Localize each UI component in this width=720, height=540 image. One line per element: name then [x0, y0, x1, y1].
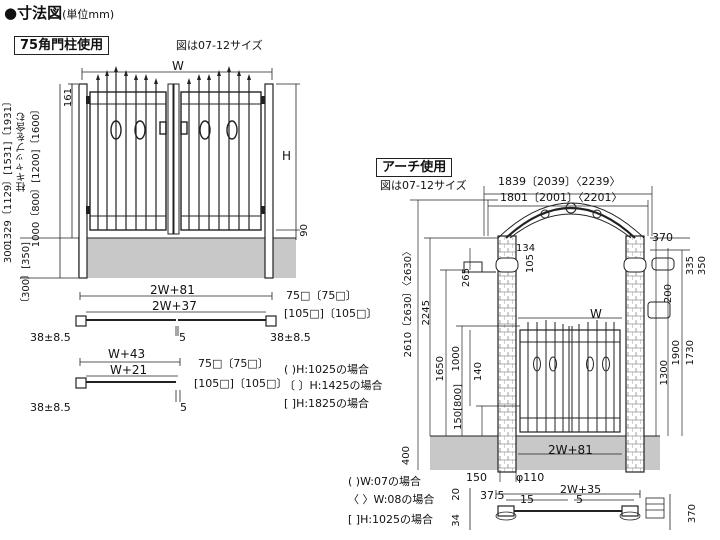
arch-bottom-label: 2W+81 — [548, 443, 593, 457]
height-label: H — [282, 149, 292, 163]
plan-double-post-top: 75□〔75□〕 — [286, 289, 357, 302]
arch-dim-1650: 1650 — [435, 356, 446, 382]
arch-top-inner: 1801〔2001〕〈2201〉 — [500, 191, 623, 204]
arch-dim-1300: 1300 — [659, 360, 670, 386]
arch-dim-bracket: 150[800] — [453, 384, 464, 430]
plan-single-post-bottom: [105□]〔105□〕 — [194, 377, 288, 390]
legend-right-2: 〈 〉W:08の場合 — [348, 493, 435, 506]
plan-double-offset-left: 38±8.5 — [30, 331, 71, 344]
ground-300: 300 — [3, 244, 14, 264]
arch-plan-34: 34 — [451, 514, 462, 527]
plan-double-gap: 5 — [179, 331, 186, 344]
arch-dim-335: 335 — [685, 256, 696, 276]
legend-left-3: [ ]H:1825の場合 — [284, 397, 370, 410]
cap-note: 柱キャップを含む — [17, 112, 28, 192]
arch-plan-15: 15 — [520, 493, 534, 506]
dim-161: 161 — [63, 88, 74, 108]
unit-text: (単位mm) — [62, 8, 115, 21]
arch-dim-400: 400 — [401, 446, 412, 466]
arch-fig-note: 図は07-12サイズ — [380, 179, 467, 192]
legend-left-2: 〔 〕H:1425の場合 — [284, 379, 383, 392]
plan-double-post-bottom: [105□]〔105□〕 — [284, 307, 378, 320]
left-gate-elevation — [20, 66, 300, 279]
plan-single-gap: 5 — [180, 401, 187, 414]
arch-dim-265: 265 — [461, 268, 472, 288]
arch-dim-1900: 1900 — [671, 340, 682, 366]
arch-dim-370: 370 — [652, 231, 673, 244]
arch-dim-2245: 2245 — [421, 300, 432, 326]
arch-dim-134: 134 — [516, 243, 536, 254]
plan-single-top: W+43 — [108, 347, 146, 361]
arch-dim-200: 200 — [663, 284, 674, 304]
arch-plan-top: 2W+35 — [560, 483, 602, 496]
arch-side-370: 370 — [687, 504, 698, 524]
arch-plan-20: 20 — [451, 488, 462, 501]
arch-dim-1730: 1730 — [685, 340, 696, 366]
post-type-label: 75角門柱使用 — [14, 36, 110, 55]
arch-plan-view — [469, 488, 671, 530]
arch-label: アーチ使用 — [376, 158, 453, 177]
arch-dim-140: 140 — [473, 362, 484, 382]
arch-dim-2610: 2610〔2630〕〈2630〉 — [403, 246, 414, 358]
legend-right-1: ( )W:07の場合 — [348, 475, 422, 488]
ground-bracket: 〔300〕[350] — [21, 242, 32, 308]
fig-note-left: 図は07-12サイズ — [176, 39, 263, 52]
width-label: W — [172, 59, 184, 73]
plan-view-single — [75, 358, 181, 402]
plan-double-offset-right: 38±8.5 — [270, 331, 311, 344]
plan-single-inner: W+21 — [110, 363, 148, 377]
plan-view-double — [75, 292, 277, 336]
plan-single-offset-left: 38±8.5 — [30, 401, 71, 414]
title-text: ●寸法図 — [4, 4, 63, 22]
arch-width-W: W — [590, 307, 602, 321]
arch-dim-350: 350 — [697, 256, 708, 276]
plan-single-post-top: 75□〔75□〕 — [198, 357, 269, 370]
post-heights: 1329〔1129〕[1531]〔1931〕 — [3, 96, 14, 246]
legend-right-3: [ ]H:1025の場合 — [348, 513, 434, 526]
arch-top-outer: 1839〔2039〕〈2239〉 — [498, 175, 621, 188]
plan-double-top: 2W+81 — [150, 283, 195, 297]
arch-plan-375: 37.5 — [480, 489, 505, 502]
arch-dim-105: 105 — [525, 254, 536, 274]
arch-dim-1000: 1000 — [451, 346, 462, 372]
arch-dim-150: 150 — [466, 471, 487, 484]
gate-heights: 1000〔800〕[1200]〔1600〕 — [31, 104, 42, 248]
dim-90: 90 — [299, 224, 310, 237]
arch-phi: φ110 — [516, 471, 545, 484]
plan-double-inner: 2W+37 — [152, 299, 197, 313]
diagram-title: ●寸法図(単位mm) — [4, 6, 114, 21]
arch-plan-5: 5 — [576, 493, 583, 506]
arch-elevation — [410, 186, 690, 482]
legend-left-1: ( )H:1025の場合 — [284, 363, 370, 376]
